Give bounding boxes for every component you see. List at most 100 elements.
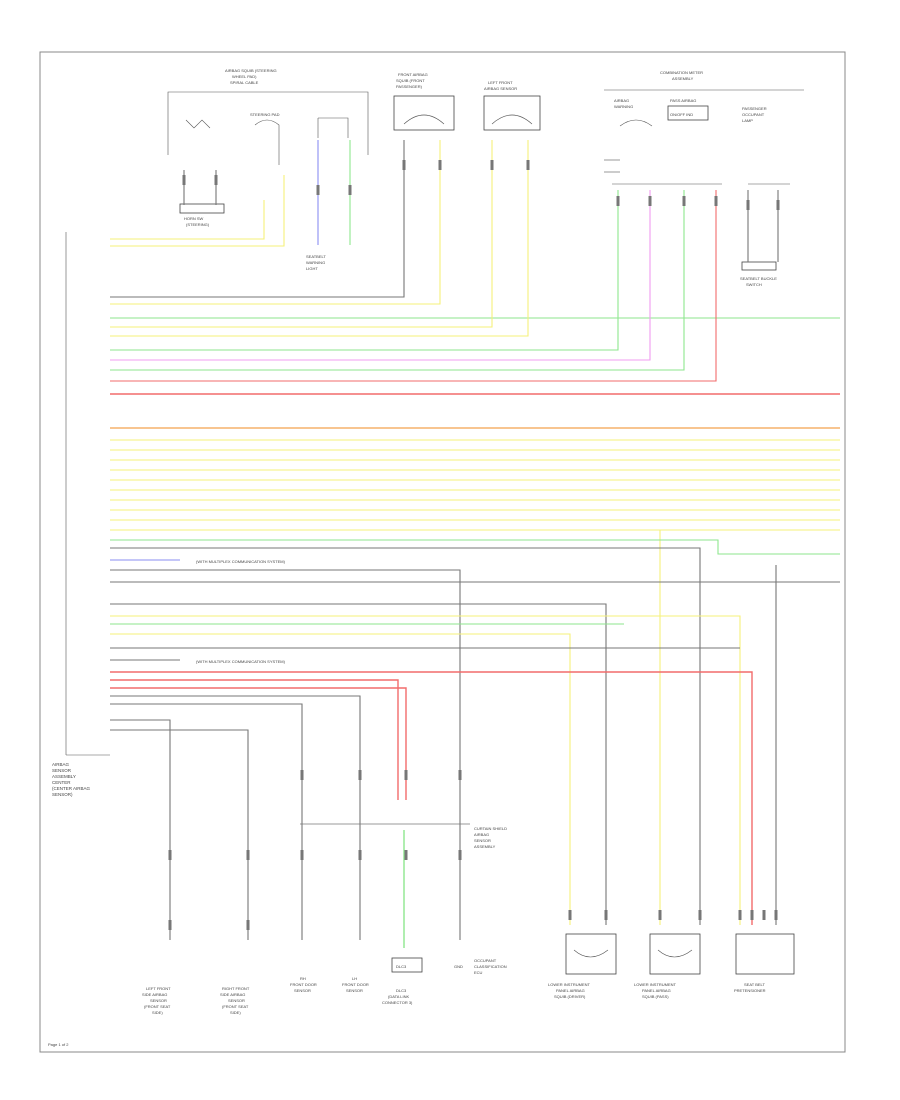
rf-side-sensor: RIGHT FRONT SIDE AIRBAG SENSOR (FRONT SE… bbox=[220, 986, 250, 1015]
wire-10 bbox=[110, 140, 529, 337]
connector-pin bbox=[714, 196, 718, 206]
front-pass-label-1: SQUIB (FRONT bbox=[396, 78, 425, 83]
connector-pin bbox=[438, 160, 442, 170]
seatbelt-warn-label-1: WARNING bbox=[306, 260, 325, 265]
rf-side-label-4: SIDE) bbox=[230, 1010, 241, 1015]
wire-30 bbox=[110, 539, 840, 555]
lf-side-label-0: LEFT FRONT bbox=[146, 986, 171, 991]
r-door-label-0: RH bbox=[300, 976, 306, 981]
l-door-label-0: LH bbox=[352, 976, 357, 981]
l-door-label-2: SENSOR bbox=[346, 988, 363, 993]
lower-left-label-1: PANEL AIRBAG bbox=[556, 988, 585, 993]
connector-pin bbox=[648, 196, 652, 206]
pass-airbag-label-1: ON/OFF IND bbox=[670, 112, 693, 117]
wire-7 bbox=[110, 140, 441, 305]
airbag-warn-label-1: WARNING bbox=[614, 104, 633, 109]
lf-side-sensor: LEFT FRONT SIDE AIRBAG SENSOR (FRONT SEA… bbox=[142, 986, 171, 1015]
spiral-label-1: WHEEL PAD) bbox=[232, 74, 257, 79]
connector-layer bbox=[168, 160, 780, 930]
seatbelt-warn-label-2: LIGHT bbox=[306, 266, 318, 271]
connector-pin bbox=[300, 850, 304, 860]
r-door-label-1: FRONT DOOR bbox=[290, 982, 317, 987]
pass-airbag-label-0: PASS AIRBAG bbox=[670, 98, 696, 103]
left-front-sensor-component: LEFT FRONT AIRBAG SENSOR bbox=[483, 80, 541, 131]
l-door-label-1: FRONT DOOR bbox=[342, 982, 369, 987]
connector-pin bbox=[490, 160, 494, 170]
connector-pin bbox=[458, 850, 462, 860]
connector-pin bbox=[300, 770, 304, 780]
dlc3-label-0: DLC3 bbox=[396, 988, 407, 993]
left-front-label-0: LEFT FRONT bbox=[488, 80, 513, 85]
dlc3-label-1: (DATA LINK bbox=[388, 994, 410, 999]
ecu-label-5: SENSOR) bbox=[52, 792, 73, 797]
lf-side-label-2: SENSOR bbox=[150, 998, 167, 1003]
seatbelt-buckle-box bbox=[741, 261, 777, 271]
wire-44 bbox=[110, 687, 407, 800]
connector-pin bbox=[168, 850, 172, 860]
l-door-sensor: LH FRONT DOOR SENSOR bbox=[342, 976, 369, 993]
wire-12 bbox=[110, 190, 651, 361]
lower-right-label-0: LOWER INSTRUMENT bbox=[634, 982, 677, 987]
connector-pin bbox=[214, 175, 218, 185]
wire-14 bbox=[110, 190, 717, 382]
lower-panel-squib-driver: LOWER INSTRUMENT PANEL AIRBAG SQUIB (DRI… bbox=[548, 933, 617, 999]
connector-pin bbox=[774, 910, 778, 920]
connector-pin bbox=[358, 850, 362, 860]
lower-left-label-0: LOWER INSTRUMENT bbox=[548, 982, 591, 987]
wire-11 bbox=[110, 190, 619, 351]
wire-layer bbox=[110, 140, 840, 948]
lower-right-box bbox=[649, 933, 701, 975]
connector-pin bbox=[404, 850, 408, 860]
multiplex-note-1: (WITH MULTIPLEX COMMUNICATION SYSTEM) bbox=[196, 559, 286, 564]
connector-pin bbox=[348, 185, 352, 195]
wire-13 bbox=[110, 190, 685, 371]
spiral-cable-component: AIRBAG SQUIB (STEERING WHEEL PAD) SPIRAL… bbox=[167, 68, 369, 271]
connector-pin bbox=[182, 175, 186, 185]
seatbelt-buckle-label-1: SWITCH bbox=[746, 282, 762, 287]
lower-right-label-2: SQUIB (PASS) bbox=[642, 994, 669, 999]
wire-46 bbox=[110, 703, 303, 940]
occupant-label-0: OCCUPANT bbox=[474, 958, 497, 963]
rf-side-label-2: SENSOR bbox=[228, 998, 245, 1003]
connector-pin bbox=[750, 910, 754, 920]
connector-pin bbox=[358, 770, 362, 780]
wire-9 bbox=[110, 140, 493, 328]
airbag-warn-label-0: AIRBAG bbox=[614, 98, 629, 103]
wire-45 bbox=[110, 695, 361, 940]
ground-point: GND CURTAIN SHIELD AIRBAG SENSOR ASSEMBL… bbox=[454, 826, 507, 969]
ecu-label-0: AIRBAG bbox=[52, 762, 70, 767]
connector-pin bbox=[604, 910, 608, 920]
spiral-label-0: AIRBAG SQUIB (STEERING bbox=[225, 68, 277, 73]
pretensioner-box bbox=[735, 933, 795, 975]
gnd-note-1: AIRBAG bbox=[474, 832, 489, 837]
rf-side-label-3: (FRONT SEAT bbox=[222, 1004, 249, 1009]
pass-lamp-label-0: PASSENGER bbox=[742, 106, 767, 111]
connector-pin bbox=[404, 770, 408, 780]
connector-pin bbox=[458, 770, 462, 780]
wire-1 bbox=[110, 175, 285, 247]
page-label: Page 1 of 2 bbox=[48, 1042, 69, 1047]
gnd-note-0: CURTAIN SHIELD bbox=[474, 826, 507, 831]
lf-side-label-3: (FRONT SEAT bbox=[144, 1004, 171, 1009]
combo-meter-label-0: COMBINATION METER bbox=[660, 70, 703, 75]
steering-pad-label: STEERING PAD bbox=[250, 112, 280, 117]
wire-39 bbox=[110, 633, 571, 925]
gnd-note-3: ASSEMBLY bbox=[474, 844, 496, 849]
wire-31 bbox=[110, 547, 701, 925]
wire-6 bbox=[110, 140, 405, 298]
front-pass-box bbox=[393, 95, 455, 131]
wire-43 bbox=[110, 679, 399, 800]
connector-pin bbox=[616, 196, 620, 206]
lower-left-label-2: SQUIB (DRIVER) bbox=[554, 994, 586, 999]
horn-sw-box bbox=[179, 203, 225, 214]
seatbelt-warn-label-0: SEATBELT bbox=[306, 254, 326, 259]
connector-pin bbox=[168, 920, 172, 930]
rf-side-label-0: RIGHT FRONT bbox=[222, 986, 250, 991]
lower-panel-squib-pass: LOWER INSTRUMENT PANEL AIRBAG SQUIB (PAS… bbox=[634, 933, 701, 999]
front-passenger-squib-component: FRONT AIRBAG SQUIB (FRONT PASSENGER) bbox=[393, 72, 455, 131]
pass-airbag-ind bbox=[667, 105, 709, 121]
wire-33 bbox=[110, 569, 461, 940]
connector-pin bbox=[316, 185, 320, 195]
connector-pin bbox=[776, 200, 780, 210]
